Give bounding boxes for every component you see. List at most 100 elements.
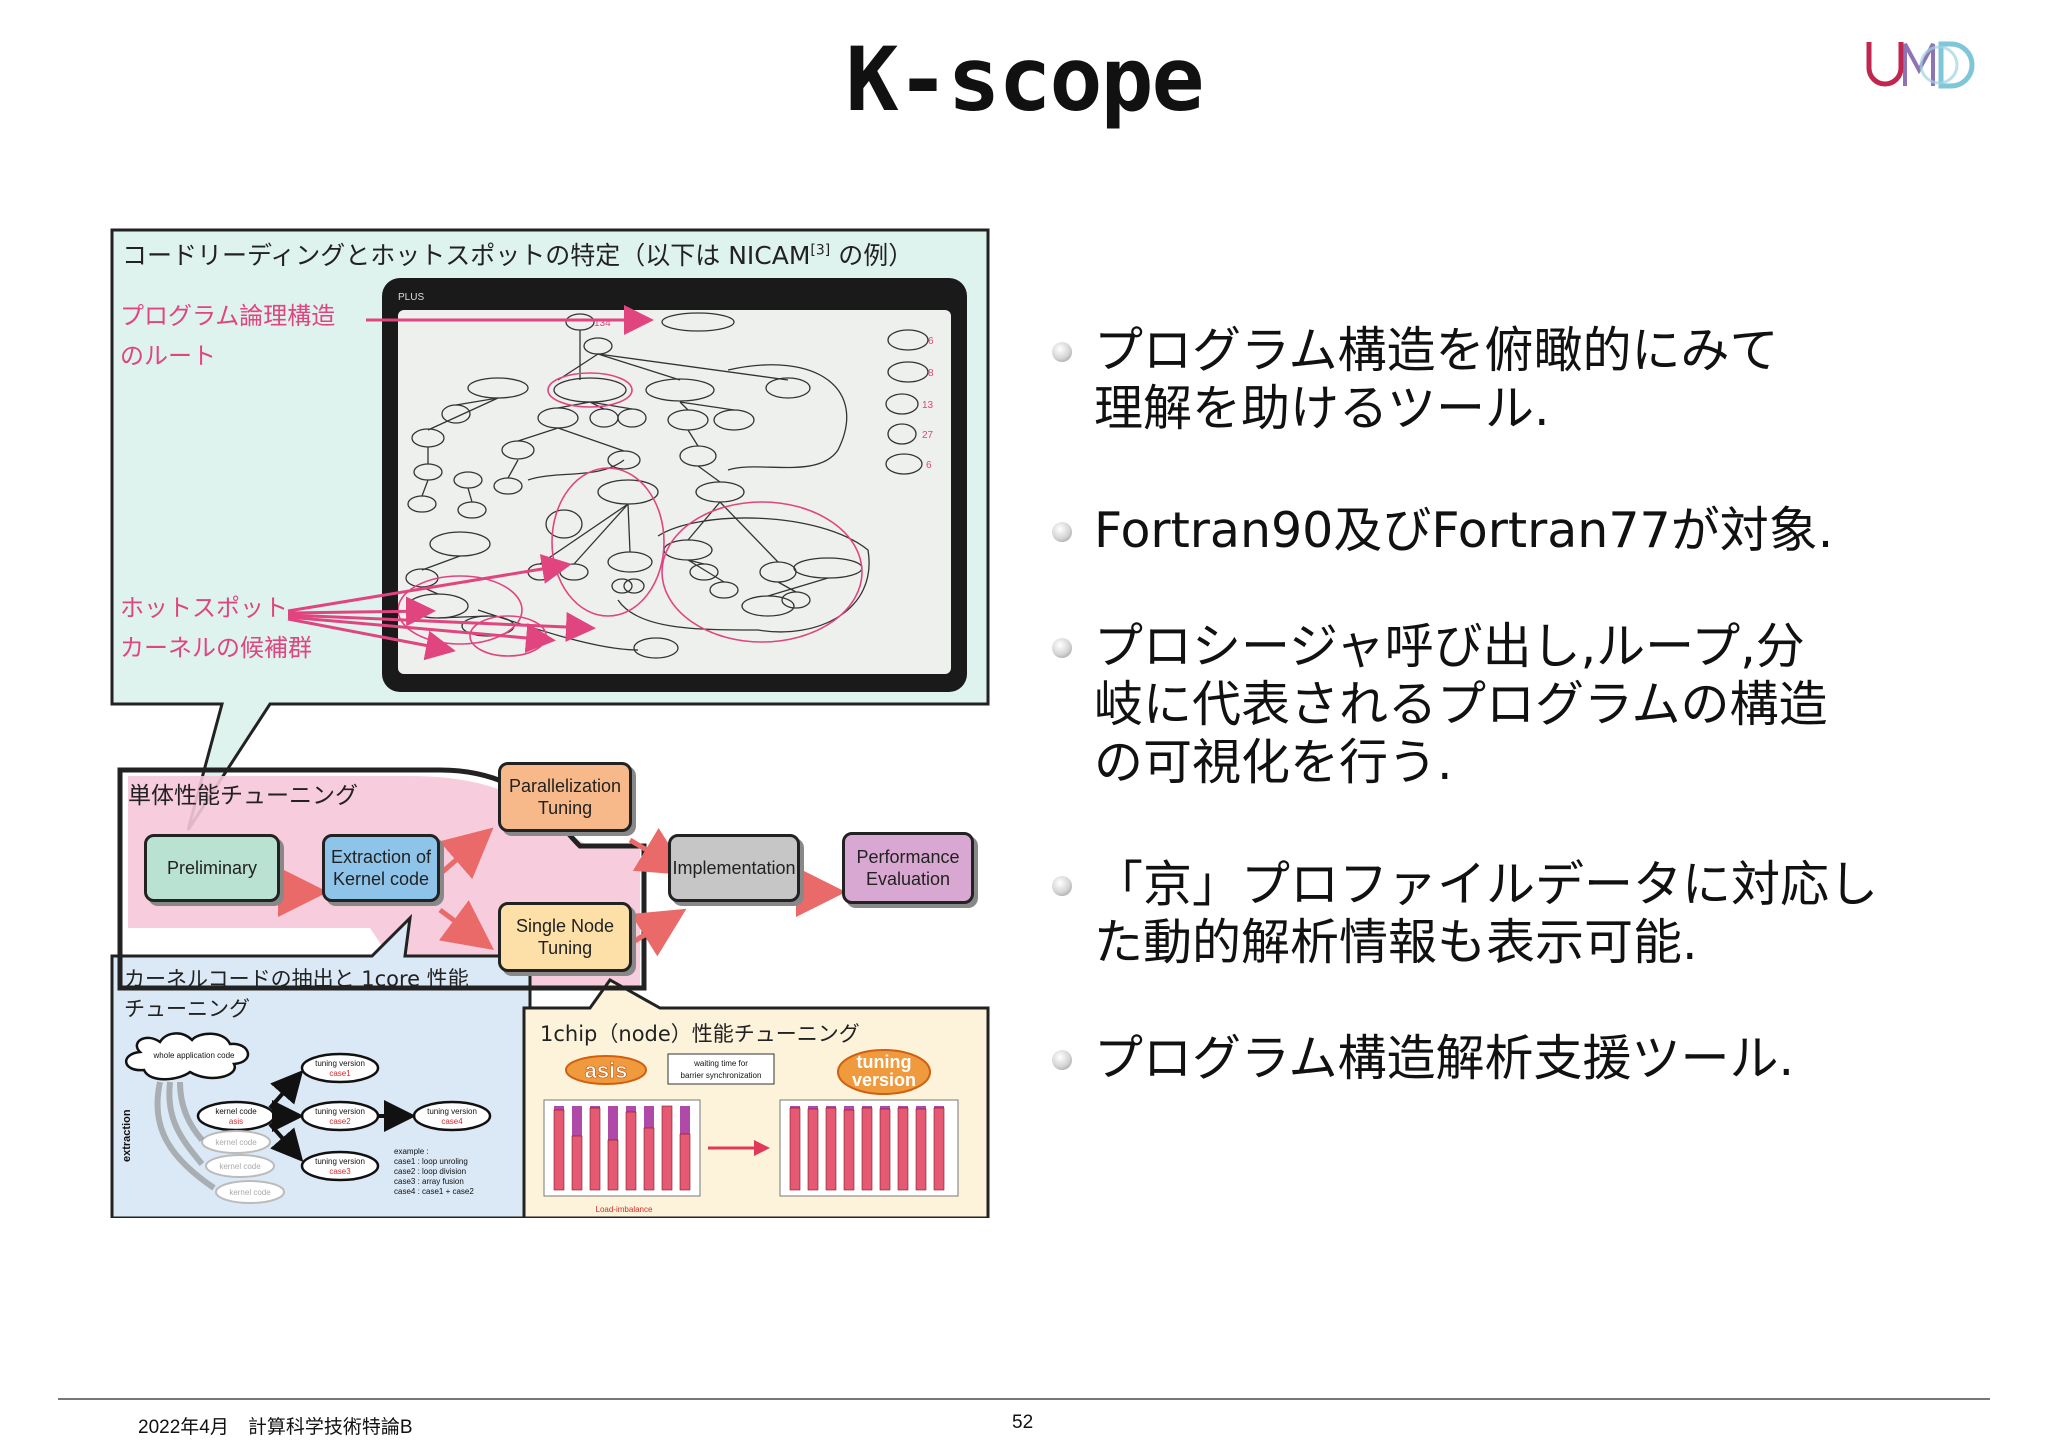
implementation-box: Implementation (668, 834, 800, 902)
pink-arrows (287, 305, 654, 661)
compute-segment (933, 1107, 945, 1191)
bullet-dot-icon (1052, 1050, 1072, 1070)
chip-diagram: asis tuning version waiting time for bar… (543, 1049, 959, 1214)
load-imbalance-label: Load-imbalance (596, 1205, 653, 1214)
compute-segment (625, 1111, 637, 1191)
compute-segment (807, 1108, 819, 1191)
compute-segment (589, 1107, 601, 1191)
bullet-3-line-3: の可視化を行う. (1094, 734, 1453, 791)
whiteboard-brand: PLUS (398, 292, 425, 303)
preliminary-box: Preliminary (144, 834, 280, 902)
svg-text:6: 6 (926, 460, 932, 471)
svg-text:13: 13 (922, 400, 934, 411)
compute-segment (843, 1109, 855, 1191)
footer-divider (58, 1398, 1990, 1400)
compute-segment (571, 1135, 583, 1191)
wait-segment (844, 1106, 854, 1110)
footer-course: 2022年4月 計算科学技術特論B (138, 1417, 413, 1438)
svg-text:27: 27 (922, 430, 934, 441)
case1-label: case1 (329, 1069, 351, 1078)
whiteboard-surface: 134 6 8 13 27 6 (398, 310, 951, 674)
kernel-code-ghost-3: kernel code (229, 1188, 271, 1197)
figure-caption: コードリーディングとホットスポットの特定（以下は NICAM[3] の例） (122, 241, 914, 270)
compute-segment (861, 1107, 873, 1191)
wait-segment (790, 1106, 800, 1108)
bullet-4-line-2: た動的解析情報も表示可能. (1094, 914, 1698, 971)
example-line-2: case2 : loop division (394, 1167, 466, 1176)
bullet-3-line-1: プロシージャ呼び出し,ループ,分 (1094, 618, 1805, 675)
bullet-dot-icon (1052, 876, 1072, 896)
wait-segment (916, 1106, 926, 1109)
whole-app-label: whole application code (153, 1051, 235, 1060)
svg-text:8: 8 (928, 368, 934, 379)
bullet-1-line-1: プログラム構造を俯瞰的にみて (1094, 322, 1779, 379)
compute-segment (679, 1133, 691, 1191)
compute-segment (897, 1107, 909, 1191)
kernel-code-label: kernel code (215, 1107, 257, 1116)
wait-segment (608, 1106, 618, 1140)
kernel-code-ghost-2: kernel code (219, 1162, 261, 1171)
compute-segment (825, 1107, 837, 1191)
wait-segment (590, 1106, 600, 1108)
bullet-dot-icon (1052, 522, 1072, 542)
root-label: プログラム論理構造 のルート (120, 302, 336, 370)
compute-segment (789, 1107, 801, 1191)
wait-segment (626, 1106, 636, 1112)
waiting-line1: waiting time for (693, 1059, 748, 1068)
compute-segment (879, 1108, 891, 1191)
compute-segment (643, 1127, 655, 1191)
jmd-logo (1866, 41, 1975, 89)
case4-label: case4 (441, 1117, 463, 1126)
compute-segment (607, 1139, 619, 1191)
tuning-version-2: tuning version (315, 1107, 365, 1116)
wait-segment (808, 1106, 818, 1109)
asis-bars (553, 1105, 691, 1191)
tuning-badge-line2: version (852, 1070, 916, 1090)
example-line-0: example : (394, 1147, 429, 1156)
whiteboard-photo: PLUS (382, 278, 967, 692)
chip-panel-title: 1chip（node）性能チューニング (540, 1022, 860, 1046)
extraction-text: extraction (121, 1109, 133, 1162)
case3-label: case3 (329, 1167, 351, 1176)
kscope-figure: コードリーディングとホットスポットの特定（以下は NICAM[3] の例） PL… (110, 228, 990, 1218)
wait-segment (644, 1106, 654, 1128)
tuning-badge-line1: tuning (857, 1052, 912, 1072)
svg-text:6: 6 (928, 336, 934, 347)
wait-segment (572, 1106, 582, 1136)
tuning-version-1: tuning version (315, 1059, 365, 1068)
example-line-3: case3 : array fusion (394, 1177, 464, 1186)
wait-segment (554, 1106, 564, 1110)
asis-badge: asis (585, 1058, 628, 1083)
wait-segment (934, 1106, 944, 1108)
svg-text:134: 134 (594, 318, 611, 329)
page-number: 52 (1012, 1412, 1034, 1433)
tuning-version-3: tuning version (315, 1157, 365, 1166)
compute-segment (915, 1108, 927, 1191)
wait-segment (826, 1106, 836, 1108)
example-line-4: case4 : case1 + case2 (394, 1187, 474, 1196)
tuned-bars (789, 1106, 945, 1191)
bullet-3-line-2: 岐に代表されるプログラムの構造 (1094, 676, 1828, 733)
compute-segment (553, 1109, 565, 1191)
bullet-4-line-1: 「京」プロファイルデータに対応し (1094, 856, 1879, 913)
wait-segment (880, 1106, 890, 1109)
wait-segment (898, 1106, 908, 1108)
tuning-version-4: tuning version (427, 1107, 477, 1116)
kernel-panel-title: カーネルコードの抽出と 1core 性能 チューニング (124, 967, 469, 1021)
kernel-code-ghost-1: kernel code (215, 1138, 257, 1147)
waiting-line2: barrier synchronization (681, 1071, 762, 1080)
kernel-diagram: extraction whole application code kernel… (121, 1032, 492, 1204)
bullet-1-line-2: 理解を助けるツール. (1094, 380, 1550, 437)
slide-title: K-scope (845, 28, 1205, 131)
asis-label: asis (229, 1117, 243, 1126)
hotspot-label: ホットスポット カーネルの候補群 (120, 594, 312, 662)
bullet-dot-icon (1052, 342, 1072, 362)
flow-title: 単体性能チューニング (128, 783, 358, 809)
bullet-dot-icon (1052, 638, 1072, 658)
compute-segment (661, 1105, 673, 1191)
wait-segment (680, 1106, 690, 1134)
bullet-2-line-1: Fortran90及びFortran77が対象. (1094, 502, 1834, 559)
